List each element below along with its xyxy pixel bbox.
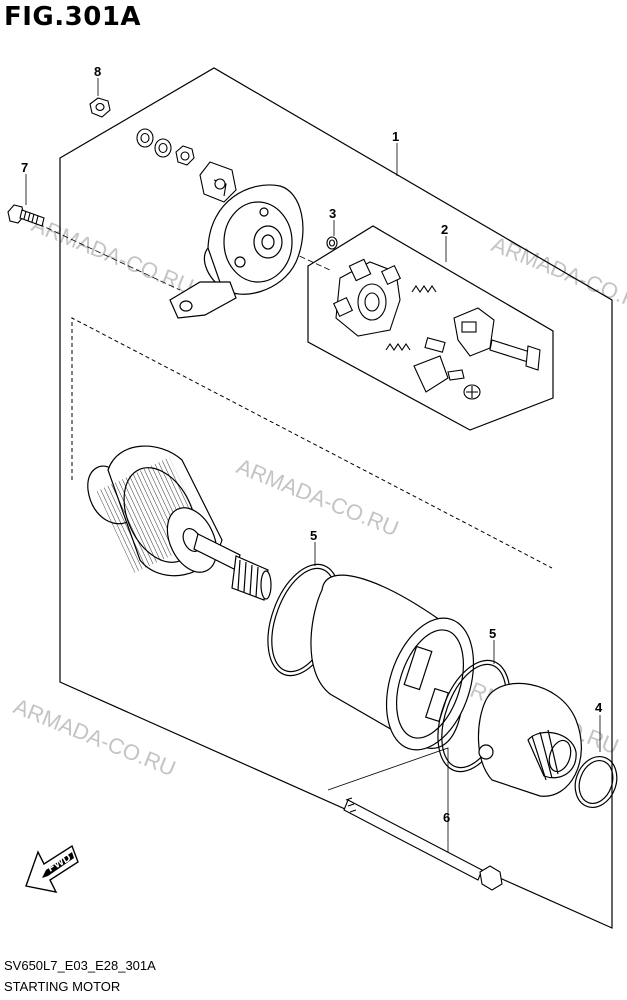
mounting-bolt-part (7, 204, 45, 227)
watermark-text: ARMADA-CO.RU (10, 693, 179, 781)
brush-holder-assembly (332, 258, 541, 400)
figure-title: FIG.301A (4, 2, 142, 32)
washer-stack (136, 128, 195, 166)
front-cover-part (477, 682, 582, 797)
yoke-housing-part (310, 574, 475, 751)
leader-lines (25, 78, 601, 860)
callout-number: 6 (443, 810, 450, 825)
through-bolt-part (343, 797, 503, 891)
callout-number: 8 (94, 64, 101, 79)
watermark-text: ARMADA-CO.RU (488, 231, 627, 319)
armature-group-outline (71, 317, 553, 569)
o-ring-front-part (574, 756, 618, 808)
armature-part (87, 445, 272, 601)
figure-name: STARTING MOTOR (4, 979, 121, 994)
callout-number: 4 (595, 700, 603, 715)
callout-number: 3 (329, 206, 336, 221)
callout-number: 1 (392, 129, 399, 144)
terminal-insulator (199, 161, 237, 203)
rear-end-cover (169, 184, 304, 319)
callout-number: 7 (21, 160, 28, 175)
nut-part (89, 97, 111, 118)
watermark-text: ARMADA-CO.RU (233, 453, 402, 541)
assembly-frame (59, 67, 613, 929)
fwd-arrow-icon: FWD (25, 844, 79, 893)
callout-number: 5 (489, 626, 496, 641)
figure-code: SV650L7_E03_E28_301A (4, 958, 156, 973)
o-ring-small-part (326, 236, 338, 250)
brush-holder-box (307, 225, 554, 431)
callout-number: 5 (310, 528, 317, 543)
callout-number: 2 (441, 222, 448, 237)
callout-labels: 1 2 3 4 5 5 6 7 8 (21, 64, 603, 825)
